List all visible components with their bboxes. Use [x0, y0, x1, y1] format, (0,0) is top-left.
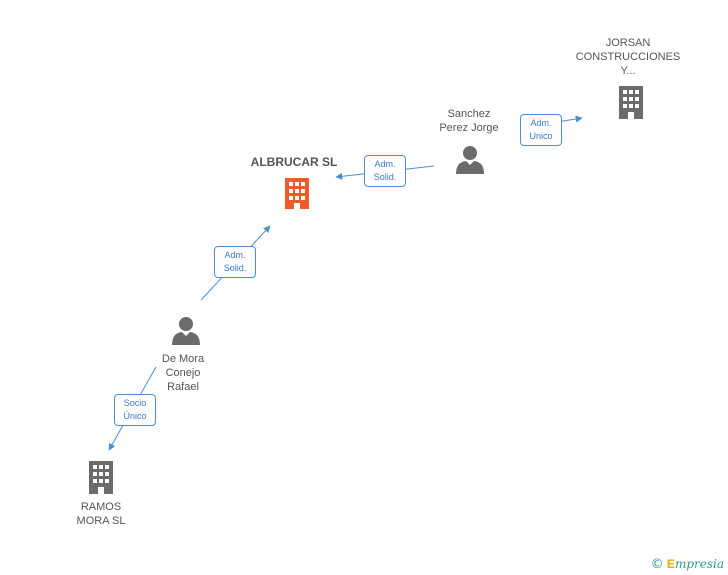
- relation-badge-sanchez-jorsan[interactable]: Adm. Unico: [520, 114, 562, 146]
- building-icon[interactable]: [89, 461, 113, 494]
- relation-role: Adm.: [530, 118, 552, 128]
- brand-logo-text: mpresia: [674, 557, 724, 571]
- building-icon[interactable]: [619, 86, 643, 119]
- relation-role: Adm.: [224, 250, 246, 260]
- relation-role: Socio: [123, 398, 147, 408]
- relation-role: Adm.: [374, 159, 396, 169]
- brand-footer: © Empresia: [651, 557, 724, 572]
- company-label-ramos[interactable]: RAMOS MORA SL: [76, 501, 126, 527]
- relation-type: Unico: [529, 131, 553, 141]
- company-label-albrucar[interactable]: ALBRUCAR SL: [250, 155, 338, 169]
- relation-type: Solid.: [373, 172, 397, 182]
- relation-type: Solid.: [223, 263, 247, 273]
- person-icon[interactable]: [456, 146, 484, 174]
- brand-logo-initial: E: [666, 557, 675, 571]
- company-label-jorsan[interactable]: JORSAN CONSTRUCCIONES Y...: [575, 37, 681, 77]
- relation-badge-sanchez-albrucar[interactable]: Adm. Solid.: [364, 155, 406, 187]
- relation-badge-demora-ramos[interactable]: Socio Único: [114, 394, 156, 426]
- relation-badge-demora-albrucar[interactable]: Adm. Solid.: [214, 246, 256, 278]
- relation-type: Único: [123, 411, 147, 421]
- person-label-demora[interactable]: De Mora Conejo Rafael: [161, 353, 205, 393]
- building-icon[interactable]: [282, 176, 312, 210]
- copyright-icon: ©: [650, 557, 664, 572]
- person-label-sanchez[interactable]: Sanchez Perez Jorge: [439, 108, 499, 134]
- person-icon[interactable]: [172, 317, 200, 345]
